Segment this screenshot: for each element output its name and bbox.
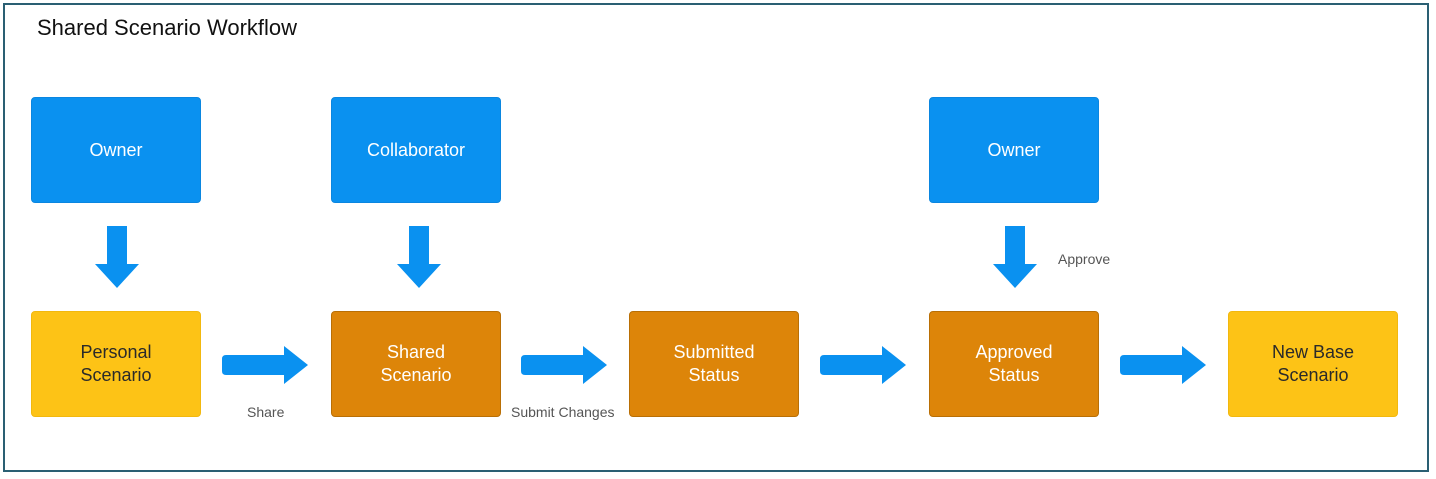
shared-scenario-label: Shared Scenario <box>380 342 452 385</box>
collaborator-label: Collaborator <box>366 139 466 160</box>
submit-changes-label: Submit Changes <box>511 404 615 420</box>
owner-label-2: Owner <box>987 139 1041 160</box>
down-arrow-icon-2 <box>397 226 441 288</box>
right-arrow-icon-2 <box>521 346 607 384</box>
personal-scenario-box[interactable]: Personal Scenario <box>31 311 201 417</box>
right-arrow-icon-1 <box>222 346 308 384</box>
right-arrow-icon-4 <box>1120 346 1206 384</box>
down-arrow-icon-1 <box>95 226 139 288</box>
submitted-status-box[interactable]: Submitted Status <box>629 311 799 417</box>
diagram-title: Shared Scenario Workflow <box>37 15 298 40</box>
owner-label-1: Owner <box>89 139 143 160</box>
owner-box-2[interactable]: Owner <box>929 97 1099 203</box>
down-arrow-icon-3 <box>993 226 1037 288</box>
approved-status-box[interactable]: Approved Status <box>929 311 1099 417</box>
shared-scenario-box[interactable]: Shared Scenario <box>331 311 501 417</box>
right-arrow-icon-3 <box>820 346 906 384</box>
submitted-status-label: Submitted Status <box>673 342 755 385</box>
owner-box-1[interactable]: Owner <box>31 97 201 203</box>
new-base-scenario-label: New Base Scenario <box>1271 342 1355 385</box>
collaborator-box[interactable]: Collaborator <box>331 97 501 203</box>
approve-label: Approve <box>1058 251 1111 267</box>
new-base-scenario-box[interactable]: New Base Scenario <box>1228 311 1398 417</box>
personal-scenario-label: Personal Scenario <box>80 342 152 385</box>
share-label: Share <box>247 404 285 420</box>
approved-status-label: Approved Status <box>975 342 1053 385</box>
